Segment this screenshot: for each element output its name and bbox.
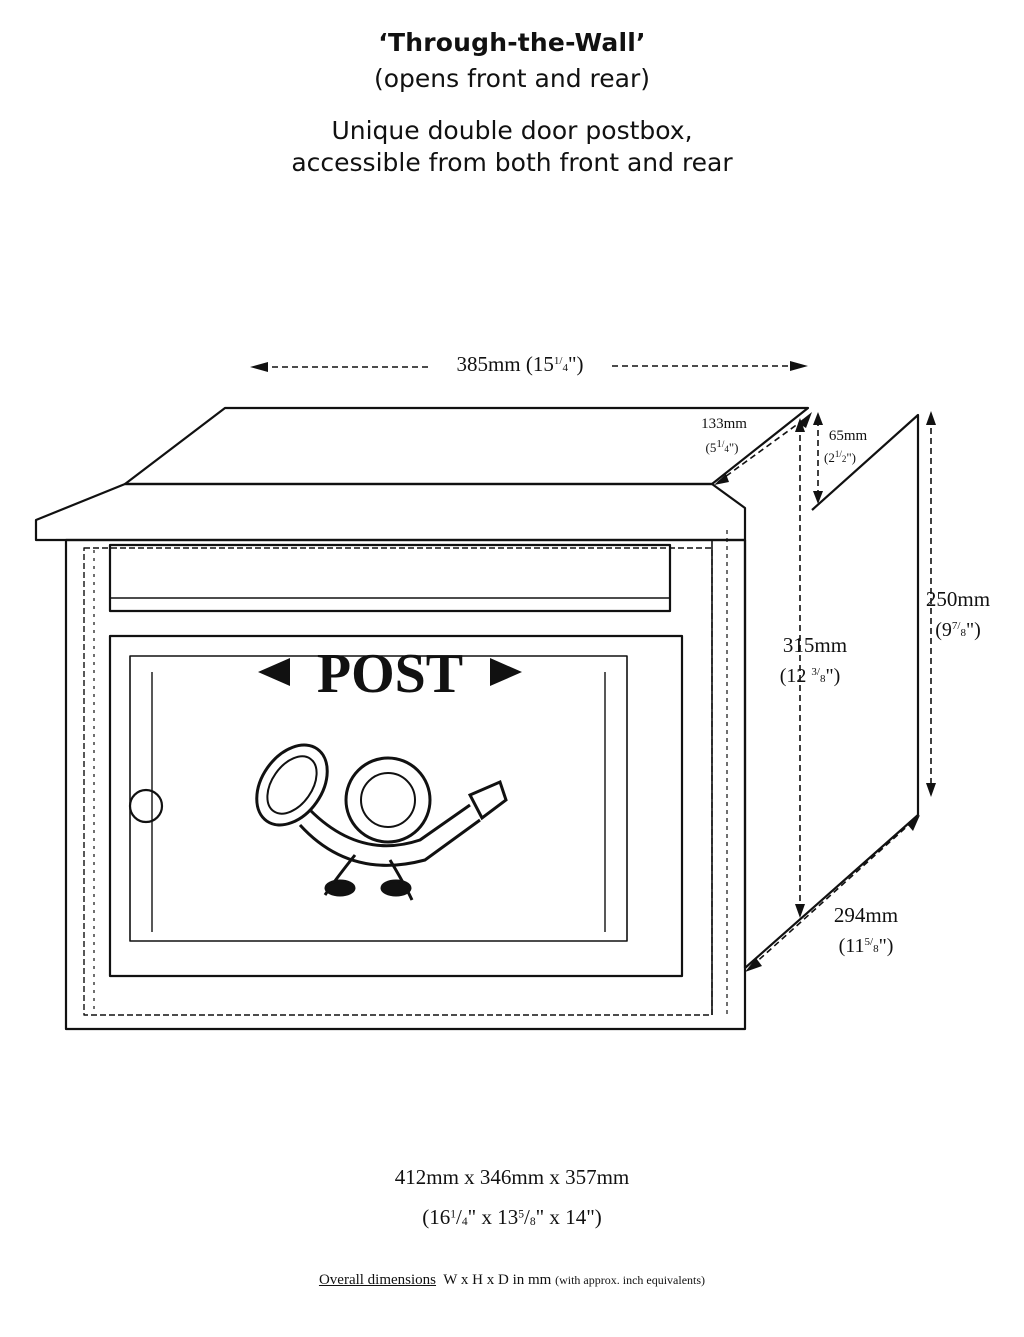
- dim-front-height-mm: 315mm: [783, 633, 847, 657]
- letter-slot-flap: [108, 543, 672, 613]
- door-panel: [108, 634, 684, 978]
- dim-top-depth-mm: 133mm: [701, 416, 747, 432]
- diagram-subtitle: (opens front and rear): [374, 64, 650, 93]
- dim-top-depth-in: (51/4"): [706, 438, 739, 455]
- overall-dimensions-note: Overall dimensions W x H x D in mm (with…: [0, 1272, 1024, 1289]
- note-label: Overall dimensions: [318, 1272, 437, 1288]
- door-panel-inner: [129, 655, 628, 942]
- front-inner-frame: [83, 547, 713, 1016]
- overall-dimensions-inches: (161/4" x 135/8" x 14"): [422, 1205, 602, 1229]
- diagram-title: ‘Through-the-Wall’: [378, 28, 646, 57]
- dim-depth-mm: 294mm: [834, 903, 898, 927]
- lock-icon: [128, 788, 164, 824]
- post-horn-icon: [255, 743, 508, 901]
- description-line-2: accessible from both front and rear: [291, 148, 733, 177]
- note-formula: W x H x D in mm: [443, 1272, 552, 1288]
- overall-dimensions-mm: 412mm x 346mm x 357mm: [394, 1165, 630, 1189]
- front-body: [64, 538, 747, 1031]
- post-label: POST: [317, 643, 463, 705]
- post-label-group: POST: [258, 643, 522, 705]
- roof-cap: [34, 482, 747, 542]
- dim-depth-in: (115/8"): [839, 935, 894, 957]
- note-small: (with approx. inch equivalents): [555, 1273, 706, 1287]
- dim-rear-height-mm: 250mm: [926, 587, 990, 611]
- dim-lip-in: (21/2"): [824, 449, 856, 465]
- description-line-1: Unique double door postbox,: [331, 116, 693, 145]
- dim-front-height-in: (12 3/8"): [780, 665, 841, 687]
- dim-lip-mm: 65mm: [829, 428, 868, 444]
- box-rear-outline: [743, 413, 920, 970]
- dim-width: 385mm (151/4"): [456, 352, 583, 376]
- dim-rear-height-in: (97/8"): [935, 619, 981, 641]
